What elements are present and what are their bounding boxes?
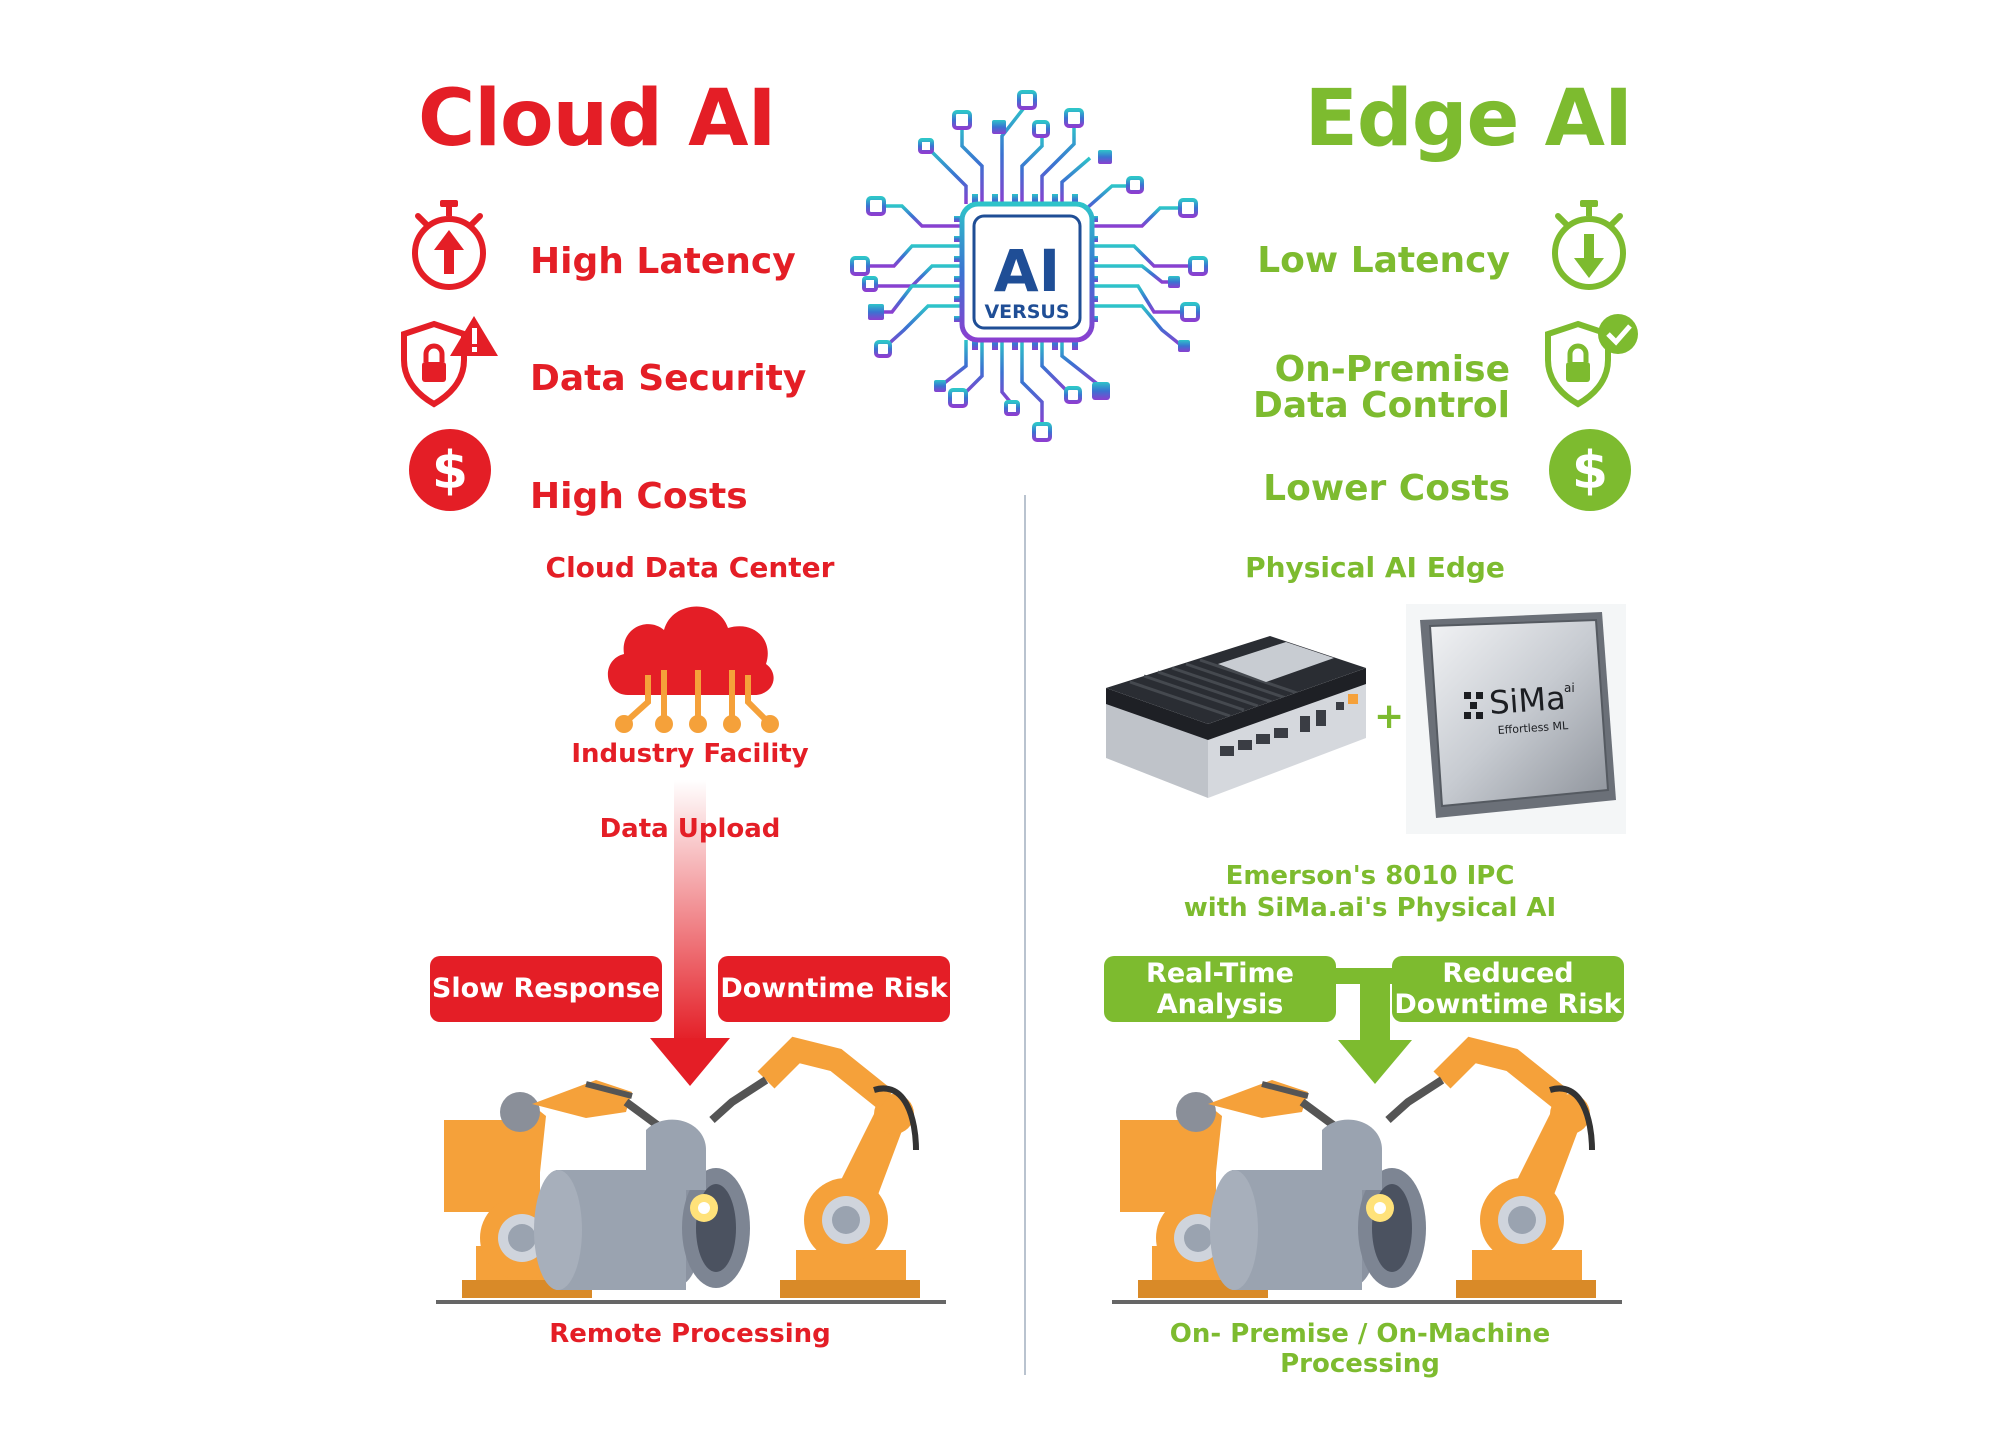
shield-lock-warning-icon [401, 316, 498, 408]
cloud-ai-title: Cloud AI [418, 74, 776, 164]
edge-feature-costs: Lower Costs [1263, 468, 1510, 509]
downtime-risk-badge: Downtime Risk [718, 956, 950, 1022]
reduced-downtime-risk-badge: Reduced Downtime Risk [1392, 956, 1624, 1022]
ipc-device-icon [1106, 636, 1366, 798]
cloud-data-center-label: Cloud Data Center [545, 551, 835, 584]
center-chip-versus: VERSUS [984, 301, 1069, 323]
plus-sign: + [1374, 696, 1405, 737]
chip-tagline: Effortless ML [1497, 719, 1569, 737]
stopwatch-up-icon [412, 200, 486, 290]
remote-processing-label: Remote Processing [549, 1319, 831, 1349]
shield-lock-check-icon [1545, 314, 1638, 408]
edge-feature-data-control: On-Premise Data Control [1252, 349, 1510, 426]
robot-welding-scene [1112, 1036, 1622, 1304]
svg-text:$: $ [1572, 441, 1608, 501]
cloud-feature-costs: High Costs [530, 476, 748, 517]
device-caption-line2: with SiMa.ai's Physical AI [1183, 893, 1557, 923]
data-upload-arrow [650, 780, 730, 1086]
slow-response-badge: Slow Response [430, 956, 662, 1022]
real-time-analysis-badge: Real-Time Analysis [1104, 956, 1336, 1022]
chip-brand: SiMa [1488, 679, 1567, 722]
chip-brand-sup: ai [1564, 681, 1575, 695]
industry-facility-label: Industry Facility [571, 739, 809, 769]
center-divider [1024, 495, 1026, 1375]
svg-text:$: $ [432, 441, 468, 501]
ai-versus-chip-icon: AI VERSUS [850, 90, 1208, 442]
cloud-network-icon [607, 606, 779, 733]
data-upload-label: Data Upload [599, 814, 781, 844]
edge-feature-latency: Low Latency [1257, 240, 1510, 281]
dollar-circle-icon: $ [1549, 429, 1631, 511]
center-chip-ai: AI [994, 237, 1060, 305]
cloud-feature-latency: High Latency [530, 241, 796, 282]
robot-welding-scene [436, 1036, 946, 1304]
stopwatch-down-icon [1552, 200, 1626, 290]
edge-ai-title: Edge AI [1304, 74, 1633, 164]
device-caption-line1: Emerson's 8010 IPC [1225, 861, 1515, 891]
on-premise-processing-label: On- Premise / On-Machine Processing [1169, 1319, 1551, 1379]
ai-chip-icon: SiMa ai Effortless ML [1406, 604, 1626, 834]
cloud-feature-security: Data Security [530, 358, 807, 399]
dollar-circle-icon: $ [409, 429, 491, 511]
physical-ai-edge-label: Physical AI Edge [1245, 551, 1505, 584]
